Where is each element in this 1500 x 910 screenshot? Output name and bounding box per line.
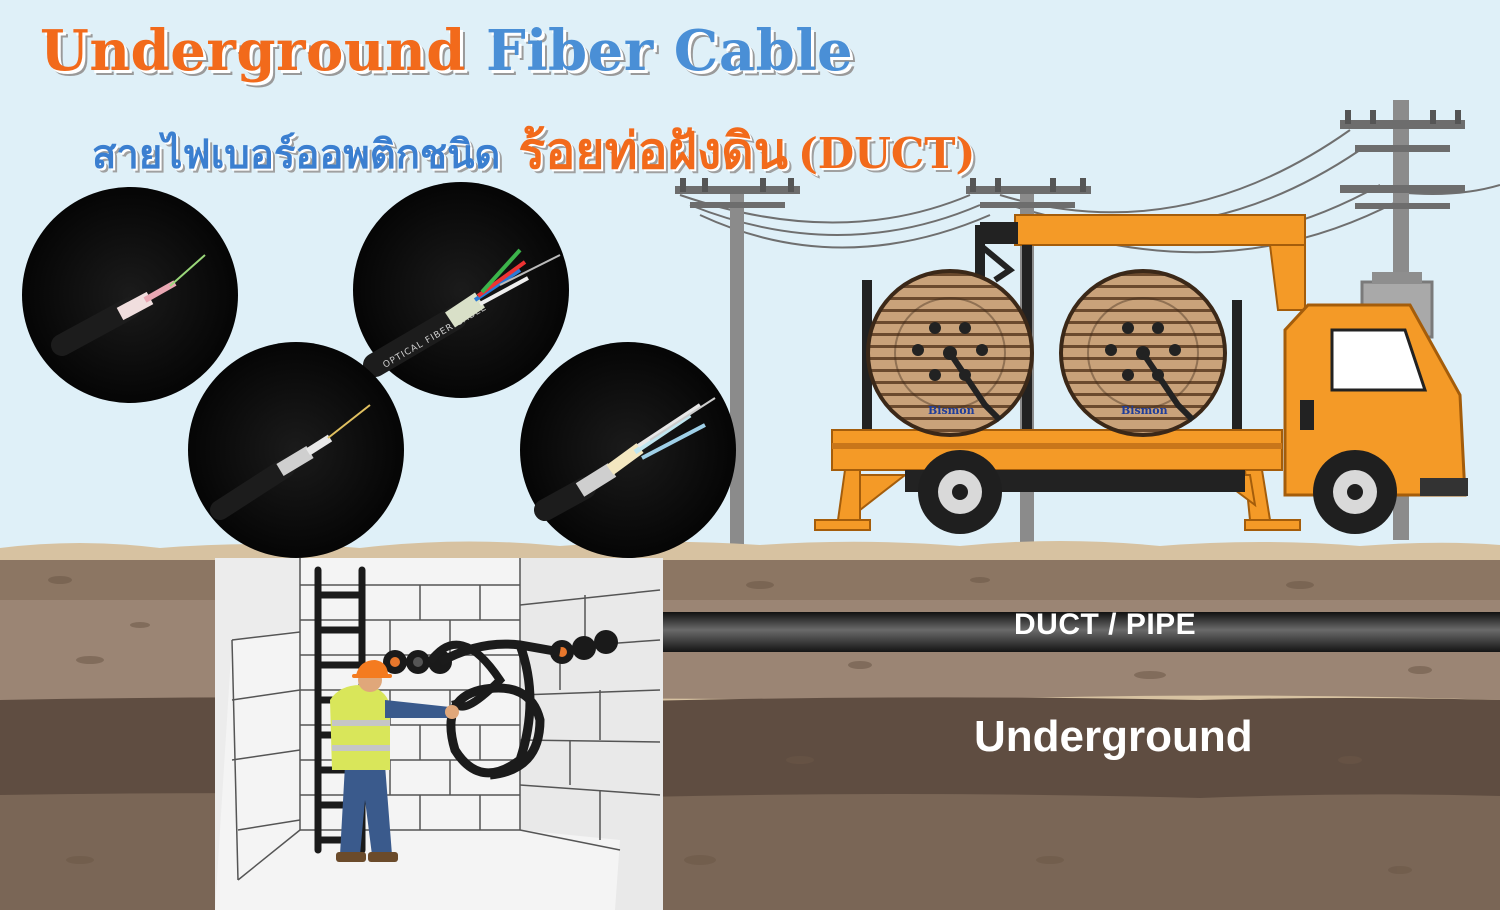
subtitle-part-3: (DUCT) — [797, 129, 976, 178]
fiber-cable-photo-2: OPTICAL FIBER CABLE — [353, 182, 569, 398]
title-word-fiber-cable: Fiber Cable — [485, 18, 854, 84]
reel-brand-label-right: Bismon — [1121, 404, 1168, 417]
title-word-underground: Underground — [40, 18, 466, 84]
manhole — [215, 558, 663, 910]
page-subtitle: สายไฟเบอร์ออพติกชนิด ร้อยท่อฝังดิน(DUCT) — [92, 112, 975, 191]
subtitle-part-1: สายไฟเบอร์ออพติกชนิด — [92, 132, 501, 178]
duct-pipe — [662, 612, 1500, 652]
truck — [814, 214, 1468, 534]
cable-reel-right: Bismon — [1059, 269, 1227, 437]
cable-reel-left: Bismon — [866, 269, 1034, 437]
worker — [330, 660, 459, 862]
underground-label: Underground — [974, 712, 1253, 761]
fiber-cable-photo-3 — [188, 342, 404, 558]
subtitle-part-2: ร้อยท่อฝังดิน — [518, 122, 788, 180]
fiber-cable-photo-1 — [22, 187, 238, 403]
reel-brand-label-left: Bismon — [928, 404, 975, 417]
page-title: Underground Fiber Cable — [40, 18, 853, 84]
soil-speckles — [48, 576, 1432, 874]
duct-pipe-label: DUCT / PIPE — [1014, 608, 1197, 641]
fiber-cable-photo-4 — [520, 342, 736, 558]
